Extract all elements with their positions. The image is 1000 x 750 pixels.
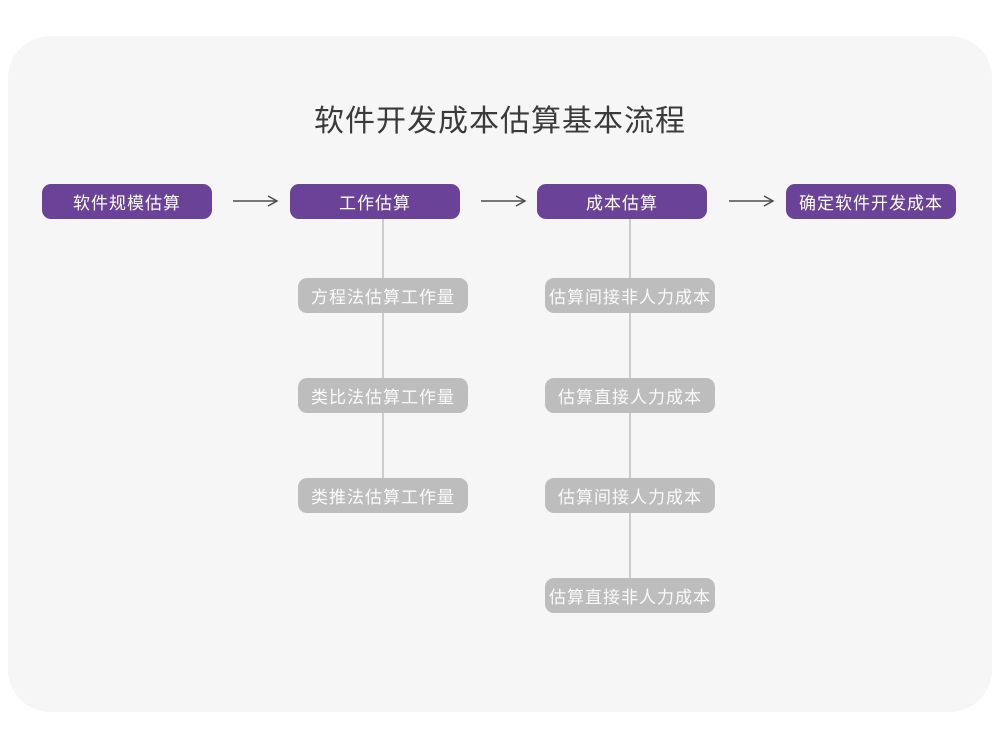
sub-node-direct-non-labor-cost: 估算直接非人力成本	[545, 578, 715, 613]
diagram-title: 软件开发成本估算基本流程	[314, 105, 686, 138]
flow-node-determine-software-dev-cost: 确定软件开发成本	[786, 184, 956, 219]
right-arrow-icon	[233, 195, 279, 207]
sub-node-direct-labor-cost: 估算直接人力成本	[545, 378, 715, 413]
sub-node-indirect-non-labor-cost: 估算间接非人力成本	[545, 278, 715, 313]
sub-node-equation-method: 方程法估算工作量	[298, 278, 468, 313]
sub-node-analogy-method: 类比法估算工作量	[298, 378, 468, 413]
flow-node-work-estimation: 工作估算	[290, 184, 460, 219]
sub-node-indirect-labor-cost: 估算间接人力成本	[545, 478, 715, 513]
right-arrow-icon	[729, 195, 775, 207]
flowchart-card: 软件开发成本估算基本流程 软件规模估算 工作估算 成本估算 确定软件开发成本 方…	[8, 36, 992, 712]
connector-line-work-column	[382, 218, 384, 498]
right-arrow-icon	[481, 195, 527, 207]
sub-node-extrapolation-method: 类推法估算工作量	[298, 478, 468, 513]
flow-node-software-scale-estimation: 软件规模估算	[42, 184, 212, 219]
flow-node-cost-estimation: 成本估算	[537, 184, 707, 219]
